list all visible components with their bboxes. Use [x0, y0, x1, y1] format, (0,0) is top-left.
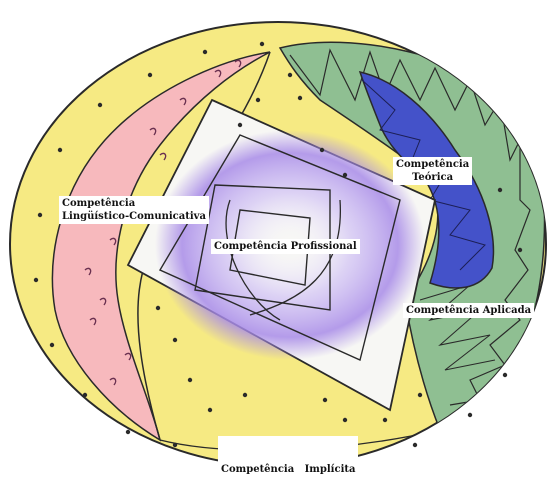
green-zigzag	[289, 48, 531, 406]
label-linguistic-line1: Competência	[62, 198, 136, 209]
label-theoretical-line1: Competência	[396, 159, 470, 170]
label-linguistic-line2: Lingüístico-Comunicativa	[62, 211, 206, 222]
label-theoretical-line2: Teórica	[412, 172, 454, 183]
label-professional-text: Competência Profissional	[214, 241, 357, 252]
label-implicit-text: Competência Implícita	[221, 464, 356, 475]
competence-diagram: Competência Lingüístico-Comunicativa Com…	[9, 21, 547, 475]
diagram-drawing	[9, 21, 547, 467]
label-theoretical-competence: Competência Teórica	[393, 157, 473, 185]
label-applied-text: Competência Aplicada	[406, 305, 532, 316]
label-linguistic-competence: Competência Lingüístico-Comunicativa	[59, 196, 209, 224]
label-implicit-competence: Competência Implícita	[218, 436, 359, 503]
label-professional-competence: Competência Profissional	[211, 239, 360, 254]
label-applied-competence: Competência Aplicada	[403, 303, 535, 318]
